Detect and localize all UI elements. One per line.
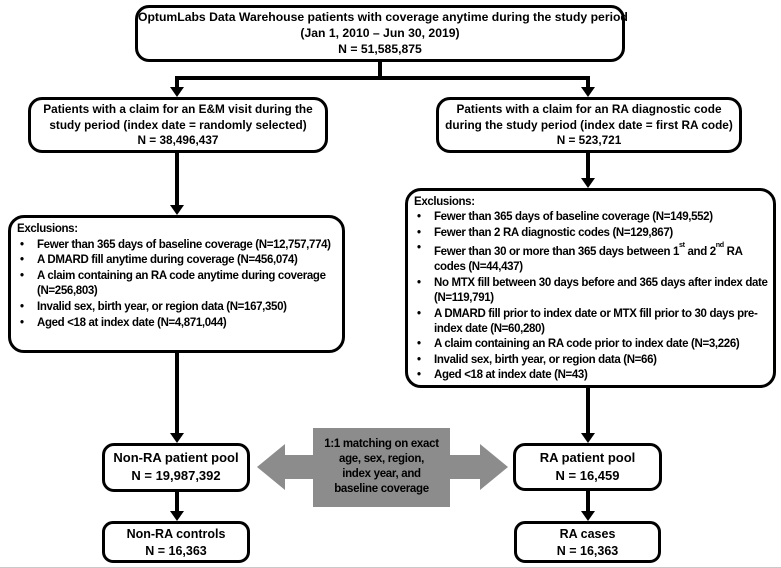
exclusion-item-text: A claim containing an RA code anytime du… [37, 269, 326, 298]
em-box-count: N = 38,496,437 [137, 133, 219, 148]
matching-line2: age, sex, region, [338, 453, 425, 465]
exclusion-item: Invalid sex, birth year, or region data … [15, 300, 338, 316]
exclusion-item-text: A DMARD fill anytime during coverage (N=… [37, 254, 298, 267]
nonra-controls-count: N = 16,363 [145, 544, 207, 558]
exclusion-item-text: Fewer than 2 RA diagnostic codes (N=129,… [434, 226, 673, 239]
exclusion-item-text: Aged <18 at index date (N=43) [434, 369, 588, 382]
ra-cases-label: RA cases [559, 527, 616, 541]
exclusion-item-text: Invalid sex, birth year, or region data … [37, 300, 287, 313]
exclusion-item: Aged <18 at index date (N=4,871,044) [15, 316, 338, 332]
matching-line1: 1:1 matching on exact [324, 438, 439, 450]
nonra-controls-label: Non-RA controls [126, 527, 226, 541]
exclusion-item: Fewer than 365 days of baseline coverage… [412, 210, 769, 226]
nonra-pool-label: Non-RA patient pool [113, 450, 239, 465]
exclusions-right-box: Exclusions: Fewer than 365 days of basel… [405, 188, 776, 388]
nonra-pool-count: N = 19,987,392 [131, 468, 221, 483]
ra-box-line2: during the study period (index date = fi… [445, 117, 733, 132]
arrow-em-to-exclusions [169, 153, 185, 215]
arrow-to-ra-cases [580, 491, 596, 521]
exclusion-item: Invalid sex, birth year, or region data … [412, 353, 769, 369]
exclusion-item: A claim containing an RA code anytime du… [15, 269, 338, 300]
exclusion-item: A DMARD fill anytime during coverage (N=… [15, 253, 338, 269]
matching-line4: baseline coverage [334, 483, 429, 495]
exclusion-item: A claim containing an RA code prior to i… [412, 337, 769, 353]
matching-arrow-right-icon [448, 444, 508, 490]
ra-cohort-box: Patients with a claim for an RA diagnost… [436, 97, 742, 153]
exclusion-item: Fewer than 365 days of baseline coverage… [15, 238, 338, 254]
matching-line3: index year, and [342, 468, 421, 480]
em-box-line1: Patients with a claim for an E&M visit d… [43, 102, 313, 116]
connector-branch-bar [175, 76, 590, 80]
exclusions-right-list: Fewer than 365 days of baseline coverage… [412, 210, 769, 384]
exclusion-item-text: Invalid sex, birth year, or region data … [434, 353, 657, 366]
ra-box-count: N = 523,721 [556, 133, 622, 148]
exclusions-left-title: Exclusions: [17, 223, 78, 235]
exclusion-item: Fewer than 2 RA diagnostic codes (N=129,… [412, 226, 769, 242]
em-box-line2: study period (index date = randomly sele… [49, 117, 307, 132]
matching-arrow-left-icon [257, 444, 316, 490]
exclusion-item-text: A DMARD fill prior to index date or MTX … [434, 307, 758, 336]
nonra-pool-box: Non-RA patient pool N = 19,987,392 [102, 443, 250, 492]
arrow-to-nonra-controls [169, 492, 185, 521]
arrow-to-em-box [169, 76, 185, 97]
arrow-to-ra-pool [580, 388, 596, 443]
top-population-box: OptumLabs Data Warehouse patients with c… [135, 5, 628, 62]
exclusion-item-text: Fewer than 365 days of baseline coverage… [37, 238, 331, 251]
ra-cases-count: N = 16,363 [556, 544, 619, 558]
exclusion-item: A DMARD fill prior to index date or MTX … [412, 307, 769, 338]
exclusions-left-box: Exclusions: Fewer than 365 days of basel… [8, 215, 345, 353]
top-box-line1: OptumLabs Data Warehouse patients with c… [138, 10, 628, 24]
exclusion-item-text: Fewer than 30 or more than 365 days betw… [434, 241, 743, 274]
exclusion-item-text: A claim containing an RA code prior to i… [434, 338, 740, 351]
exclusion-item: Fewer than 30 or more than 365 days betw… [412, 241, 769, 276]
exclusions-left-list: Fewer than 365 days of baseline coverage… [15, 238, 338, 332]
exclusion-item-text: Fewer than 365 days of baseline coverage… [434, 211, 713, 224]
exclusion-item: No MTX fill between 30 days before and 3… [412, 276, 769, 307]
arrow-to-ra-box [580, 76, 596, 97]
exclusion-item: Aged <18 at index date (N=43) [412, 368, 769, 384]
ra-cases-box: RA cases N = 16,363 [514, 521, 661, 563]
nonra-controls-box: Non-RA controls N = 16,363 [102, 521, 250, 563]
arrow-ra-to-exclusions [580, 153, 596, 188]
matching-criteria-box: 1:1 matching on exact age, sex, region, … [313, 428, 450, 507]
connector-stem [378, 61, 382, 78]
em-cohort-box: Patients with a claim for an E&M visit d… [28, 97, 328, 153]
exclusion-item-text: Aged <18 at index date (N=4,871,044) [37, 316, 227, 329]
arrow-to-nonra-pool [169, 353, 185, 443]
top-box-line2: (Jan 1, 2010 – Jun 30, 2019) [300, 25, 460, 40]
ra-box-line1: Patients with a claim for an RA diagnost… [456, 102, 722, 116]
ra-pool-count: N = 16,459 [555, 468, 620, 483]
ra-pool-label: RA patient pool [539, 450, 636, 465]
exclusions-right-title: Exclusions: [414, 196, 475, 208]
top-box-count: N = 51,585,875 [338, 41, 422, 56]
exclusion-item-text: No MTX fill between 30 days before and 3… [434, 276, 768, 305]
ra-pool-box: RA patient pool N = 16,459 [513, 443, 662, 491]
